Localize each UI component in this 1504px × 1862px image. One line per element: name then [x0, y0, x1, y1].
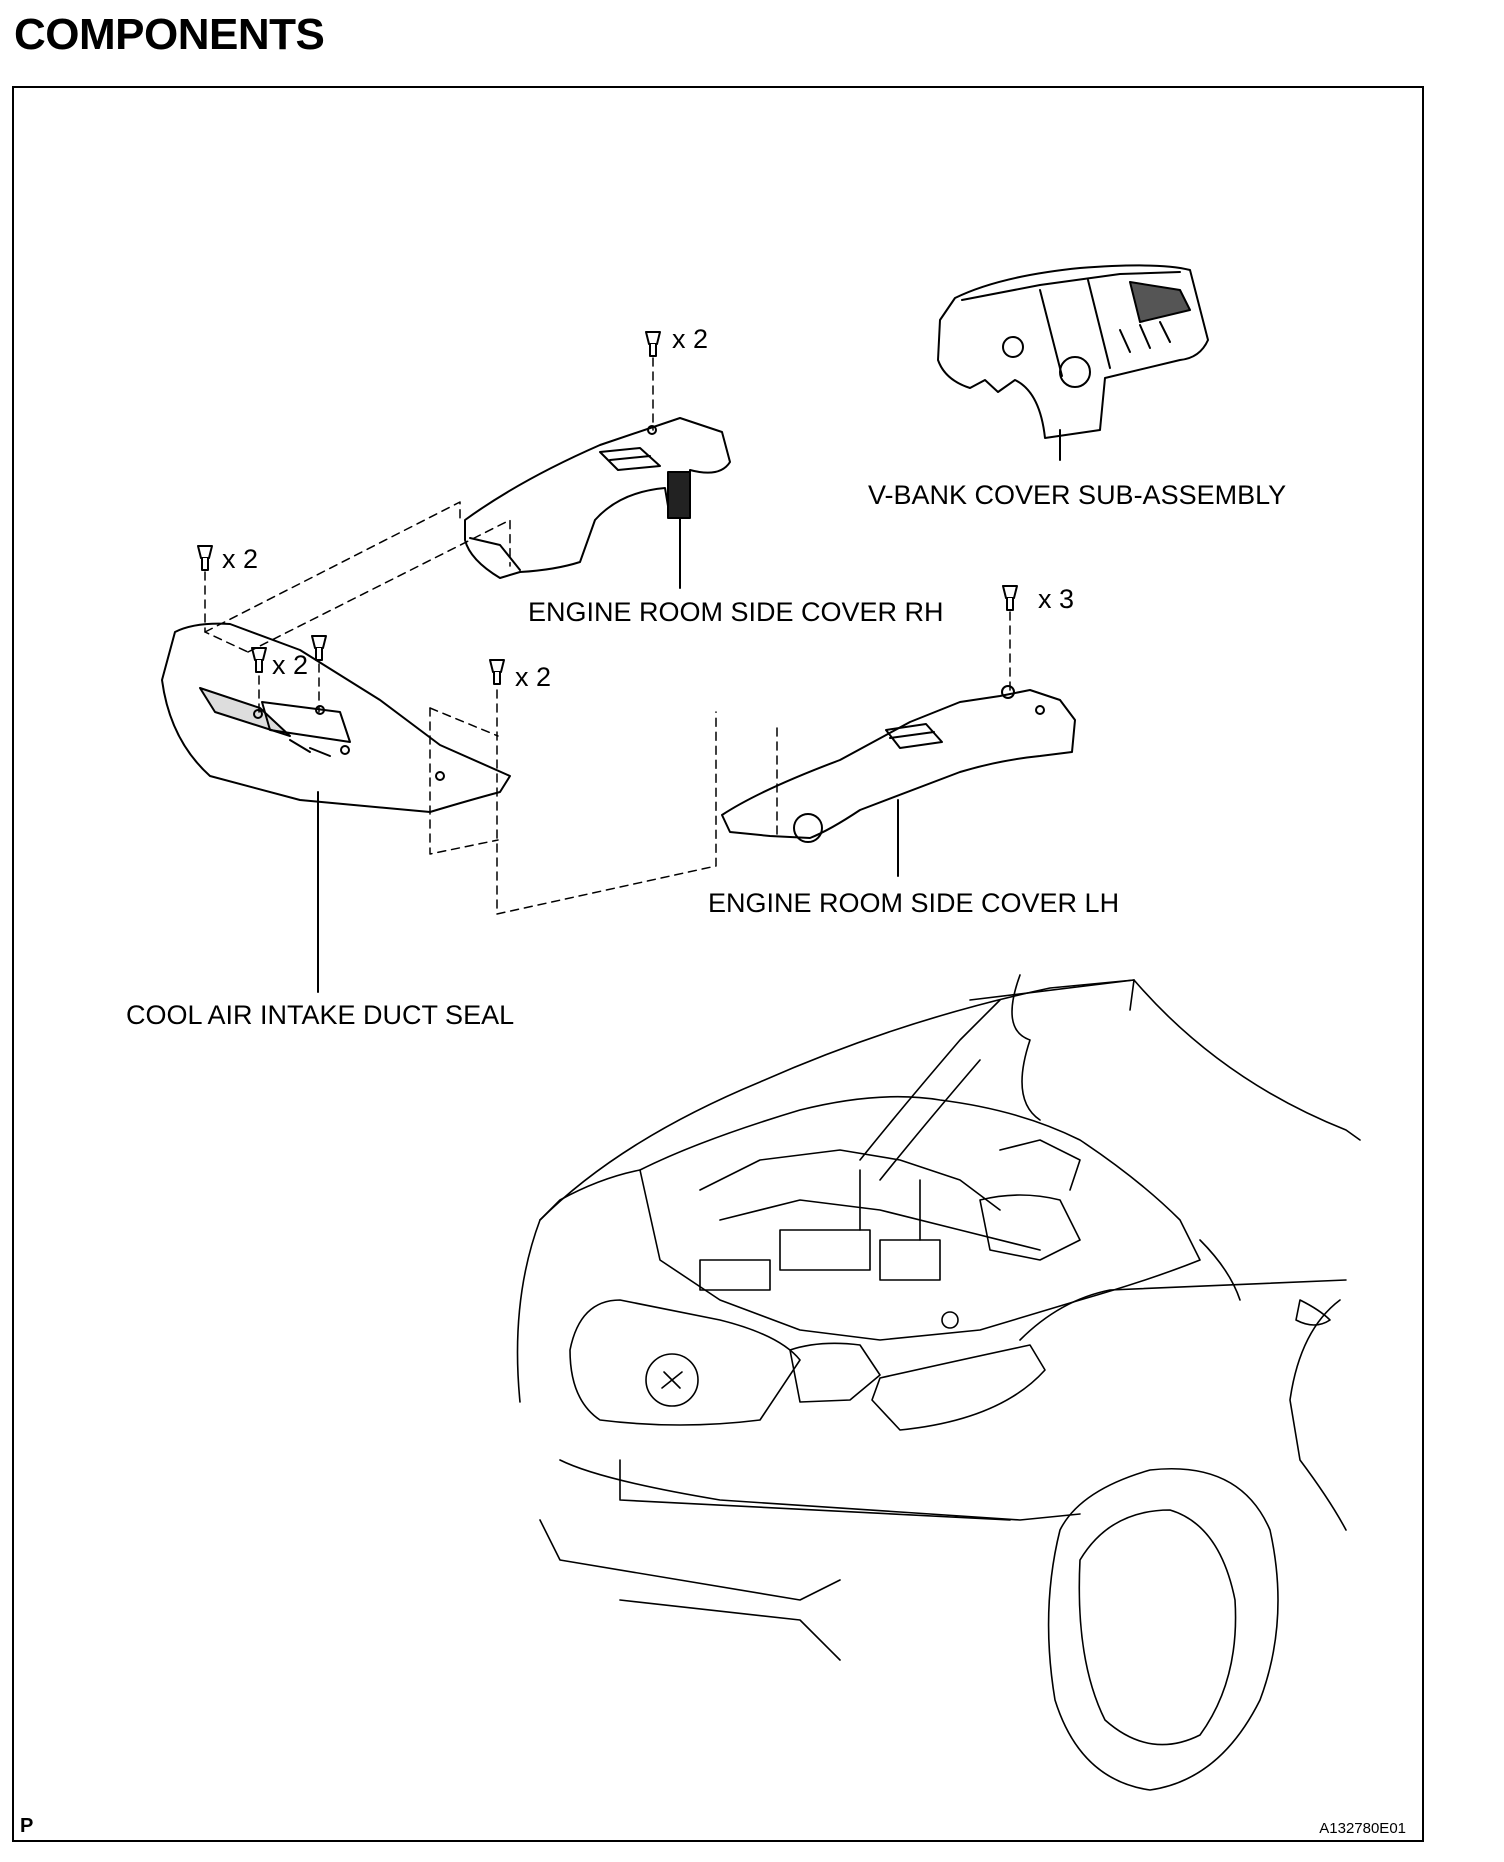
clip-icon-left-top — [197, 545, 213, 571]
diagram-frame — [12, 86, 1424, 1842]
section-code: P — [20, 1815, 34, 1837]
vehicle-front-illustration — [516, 974, 1361, 1791]
engine-bay-outline — [639, 1095, 1201, 1341]
page-title: COMPONENTS — [14, 10, 325, 59]
engine-room-side-cover-lh — [721, 685, 1076, 877]
clip-icon-rh — [645, 331, 661, 357]
label-duct-seal: COOL AIR INTAKE DUCT SEAL — [126, 1000, 515, 1030]
clip-icon-left-mid-a — [251, 647, 267, 673]
v-bank-cover — [937, 264, 1209, 461]
label-side-cover-rh: ENGINE ROOM SIDE COVER RH — [528, 597, 944, 627]
qty-rh-clips: x 2 — [672, 324, 709, 354]
figure-id: A132780E01 — [1319, 1820, 1406, 1837]
cool-air-intake-duct-seal — [161, 622, 511, 993]
clip-icon-left-mid-b — [311, 635, 327, 661]
engine-room-side-cover-rh — [464, 417, 731, 589]
label-v-bank-cover: V-BANK COVER SUB-ASSEMBLY — [868, 480, 1287, 510]
clip-icon-lh — [1002, 585, 1018, 611]
clip-icons — [197, 331, 1018, 685]
qty-left-top-clips: x 2 — [222, 544, 259, 574]
assembly-guide-lines — [204, 357, 1011, 915]
qty-left-mid-clips: x 2 — [272, 650, 309, 680]
qty-center-clips: x 2 — [515, 662, 552, 692]
clip-icon-center — [489, 659, 505, 685]
label-side-cover-lh: ENGINE ROOM SIDE COVER LH — [708, 888, 1120, 918]
qty-lh-clips: x 3 — [1038, 584, 1075, 614]
